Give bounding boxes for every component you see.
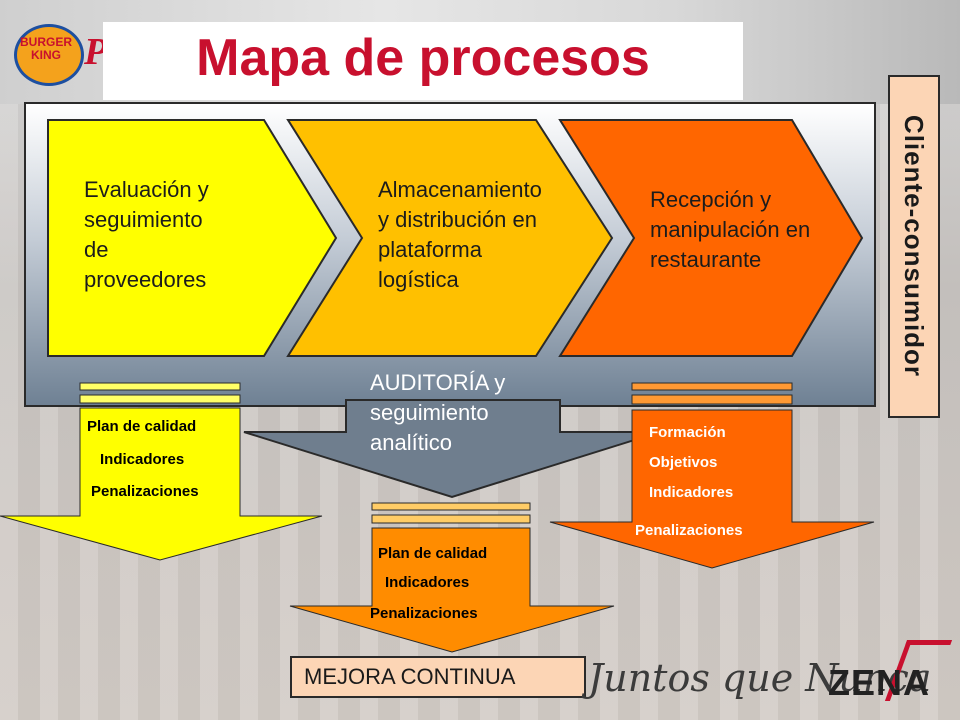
auditoria-arrow [243, 399, 661, 499]
process-recepcion-text: Recepción y manipulación en restaurante [650, 185, 810, 275]
right-item-objetivos: Objetivos [649, 454, 718, 471]
client-label: Cliente-consumidor [899, 114, 929, 378]
burger-king-logo [14, 24, 84, 86]
center-item-indicadores: Indicadores [385, 574, 470, 591]
process-line: plataforma [378, 237, 482, 262]
center-bar-1 [371, 502, 531, 511]
process-almacenamiento-text: Almacenamiento y distribución en platafo… [378, 175, 542, 295]
client-box [888, 75, 940, 418]
left-bar-1 [79, 382, 241, 391]
burger-king-logo-text: BURGER KING [19, 35, 72, 62]
chevron-recepcion [558, 119, 864, 357]
right-bar-2 [631, 394, 793, 405]
zena-logo: ZENA [828, 662, 930, 703]
center-item-plan: Plan de calidad [378, 545, 488, 562]
process-line: Recepción y [650, 187, 772, 212]
auditoria-line: analítico [370, 430, 452, 455]
process-line: seguimiento [84, 207, 203, 232]
auditoria-line: AUDITORÍA y [370, 370, 506, 395]
center-bar-2 [371, 514, 531, 524]
right-item-indicadores: Indicadores [649, 484, 734, 501]
process-line: logística [378, 267, 459, 292]
process-line: manipulación en [650, 217, 811, 242]
process-line: Almacenamiento [378, 177, 542, 202]
center-item-penalizaciones: Penalizaciones [370, 605, 478, 622]
right-item-penalizaciones: Penalizaciones [635, 522, 743, 539]
left-item-indicadores: Indicadores [100, 451, 185, 468]
slogan-text: Juntos que Nunca [588, 656, 932, 700]
auditoria-line: seguimiento [370, 400, 489, 425]
process-line: de [84, 237, 109, 262]
process-line: y distribución en [378, 207, 537, 232]
process-line: Evaluación y [84, 177, 209, 202]
left-arrow [0, 407, 323, 561]
pizza-logo: P [84, 31, 108, 73]
process-line: restaurante [650, 247, 762, 272]
right-bar-1 [631, 382, 793, 391]
left-item-plan: Plan de calidad [87, 418, 197, 435]
center-arrow [289, 527, 615, 653]
page-title: Mapa de procesos [196, 29, 650, 87]
chevron-evaluacion [47, 119, 338, 357]
left-item-penalizaciones: Penalizaciones [91, 483, 199, 500]
process-evaluacion-text: Evaluación y seguimiento de proveedores [84, 175, 209, 295]
process-line: proveedores [84, 267, 207, 292]
mejora-continua-box: MEJORA CONTINUA [290, 656, 586, 698]
left-bar-2 [79, 394, 241, 404]
right-arrow [549, 409, 875, 569]
right-item-formacion: Formación [649, 424, 726, 441]
auditoria-text: AUDITORÍA y seguimiento analítico [370, 368, 505, 458]
chevron-almacenamiento [286, 119, 614, 357]
title-box [103, 22, 743, 100]
